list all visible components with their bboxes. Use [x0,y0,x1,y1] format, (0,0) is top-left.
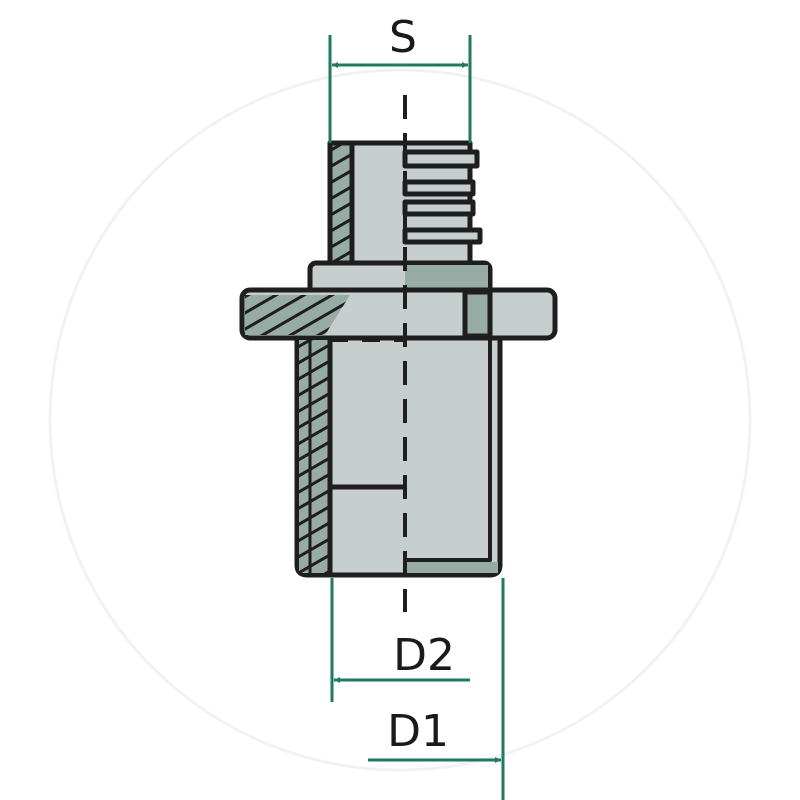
lower-thread-hatch [299,340,330,573]
dimension-d1-label: D1 [387,706,449,757]
dimension-s [328,35,472,143]
thread-ridge [402,199,476,217]
fitting-body [239,140,558,578]
flange-section-hatch [245,295,350,335]
dimension-d1 [368,578,505,800]
dimension-d2 [330,578,470,702]
collar-section-fill [405,265,488,291]
inner-wall-outline [405,338,492,562]
flange-seal [462,289,493,339]
upper-thread [402,149,483,245]
thread-ridge [402,227,483,245]
dimension-s-label: S [389,12,417,63]
upper-section-hatch [327,140,355,271]
dimension-d2-label: D2 [393,630,455,681]
watermark-circle [48,68,752,772]
bottom-section-strip [407,562,498,573]
thread-ridge [402,179,476,197]
thread-ridge [402,149,480,169]
lower-body [294,335,503,578]
